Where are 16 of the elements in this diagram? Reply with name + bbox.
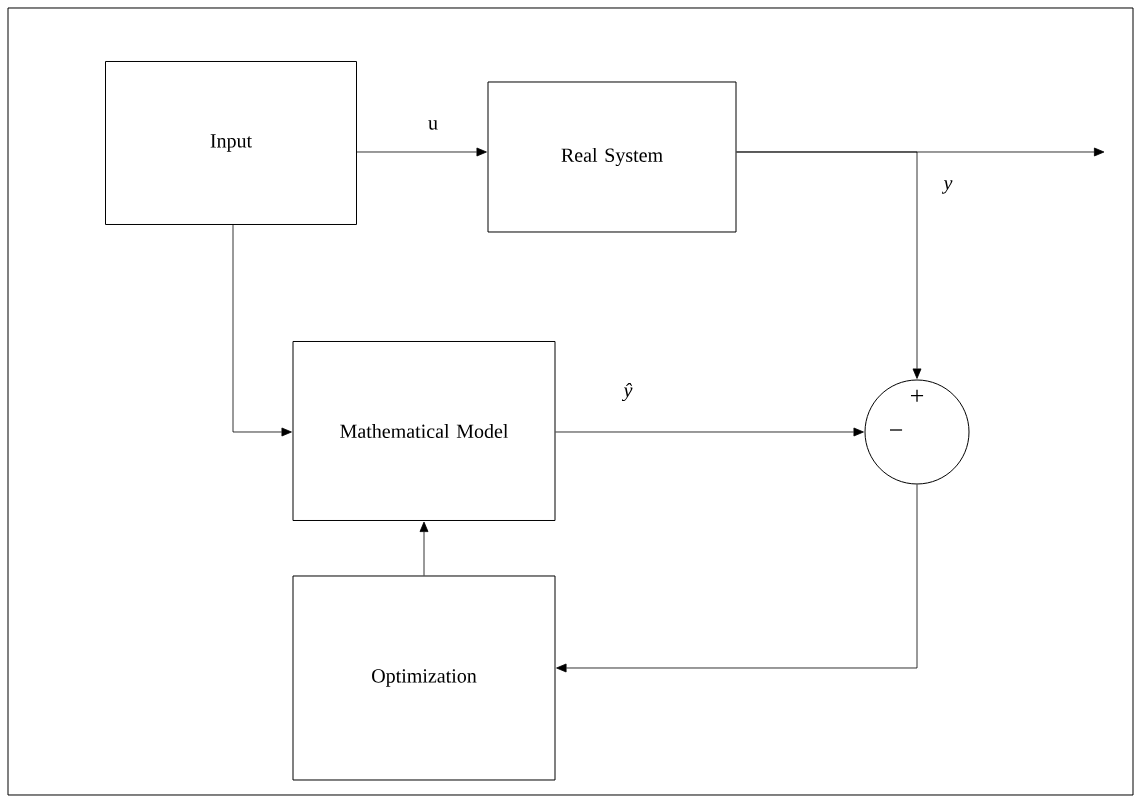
arrow — [419, 521, 429, 576]
edge-label: u — [428, 120, 438, 130]
arrow — [736, 151, 922, 379]
arrow — [556, 484, 918, 673]
block-box: Mathematical Model — [292, 341, 556, 521]
sign-symbol: − — [890, 429, 903, 431]
edge-label: y — [941, 180, 953, 194]
block-box: Optimization — [292, 575, 556, 781]
sign-symbol: + — [911, 389, 924, 402]
edge-label: ŷ — [621, 382, 633, 402]
arrow — [356, 147, 487, 157]
arrow — [232, 224, 292, 437]
arrow — [555, 427, 864, 437]
block-box: Input — [105, 61, 357, 225]
block-box: Real System — [487, 81, 737, 233]
summing-junction — [864, 379, 970, 485]
